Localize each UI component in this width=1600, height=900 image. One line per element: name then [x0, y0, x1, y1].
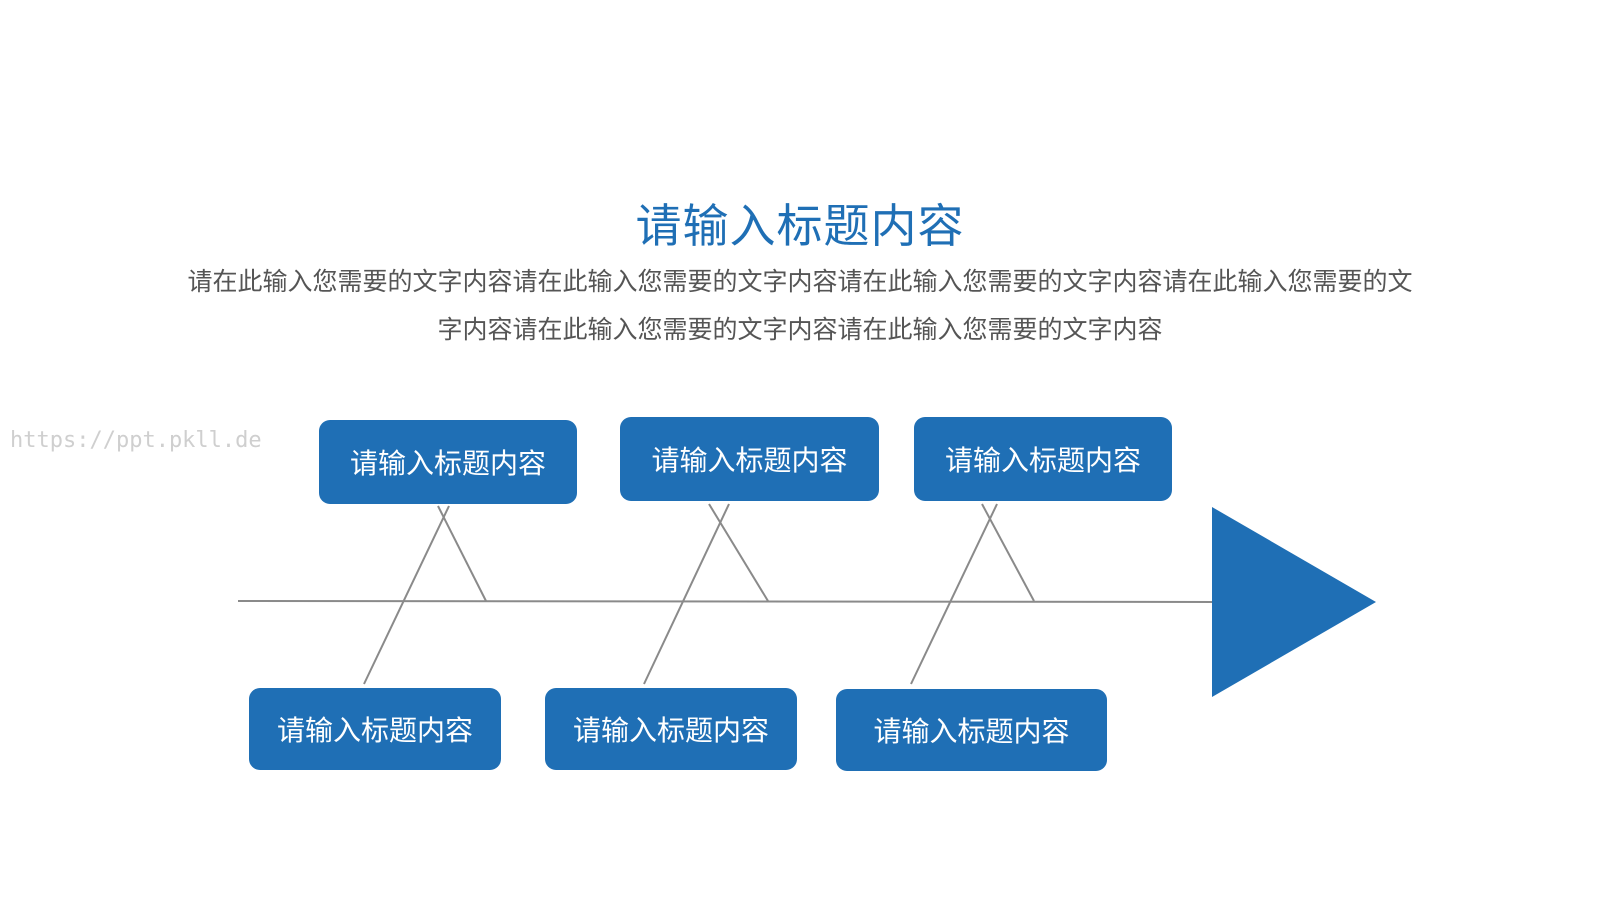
- bone-top-3-b: [910, 503, 998, 685]
- bone-top-2-b: [643, 503, 730, 685]
- cause-box-bottom-2: 请输入标题内容: [545, 688, 797, 770]
- bone-top-1-b: [363, 505, 450, 685]
- watermark: https://ppt.pkll.de: [10, 428, 262, 453]
- cause-box-top-3: 请输入标题内容: [914, 417, 1172, 501]
- bone-top-2-a: [708, 503, 769, 602]
- cause-box-top-1: 请输入标题内容: [319, 420, 577, 504]
- bone-top-1-a: [437, 505, 487, 602]
- bone-top-3-a: [981, 503, 1035, 602]
- cause-box-top-2: 请输入标题内容: [620, 417, 879, 501]
- spine-arrowhead: [1212, 507, 1376, 697]
- cause-box-bottom-3: 请输入标题内容: [836, 689, 1107, 771]
- page-title: 请输入标题内容: [635, 199, 965, 253]
- cause-box-bottom-1: 请输入标题内容: [249, 688, 501, 770]
- spine-line: [237, 600, 1216, 603]
- subtitle-text: 请在此输入您需要的文字内容请在此输入您需要的文字内容请在此输入您需要的文字内容请…: [187, 267, 1413, 344]
